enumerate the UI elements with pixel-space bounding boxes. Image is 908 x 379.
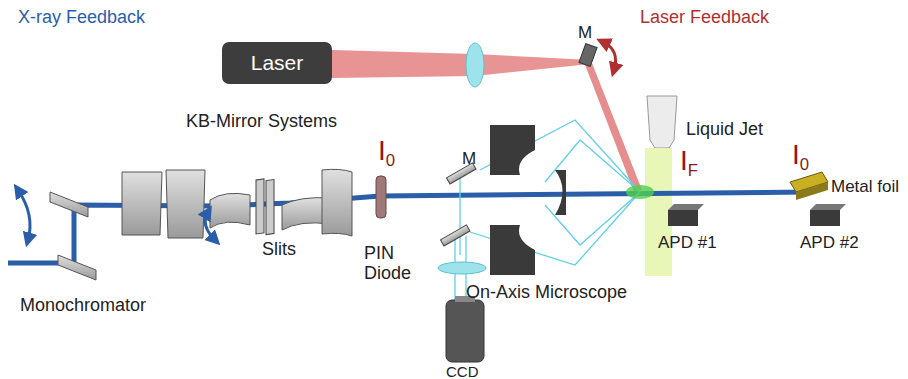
signal-label: I0 — [792, 140, 809, 174]
part-label: On-Axis Microscope — [466, 283, 627, 303]
part-label: PIN Diode — [364, 244, 424, 284]
signal-label: IF — [680, 146, 698, 180]
feedback-label: Laser Feedback — [640, 8, 769, 28]
part-label: KB-Mirror Systems — [186, 112, 337, 132]
part-label: M — [462, 150, 476, 169]
part-label: M — [578, 24, 592, 43]
part-label: Monochromator — [20, 296, 146, 316]
laser-box: Laser — [222, 42, 332, 84]
part-label: Liquid Jet — [686, 120, 763, 140]
signal-label: I0 — [378, 136, 395, 170]
part-label: APD #2 — [800, 234, 859, 253]
part-label: CCD — [446, 364, 479, 379]
box-label: Laser — [251, 51, 304, 75]
part-label: Slits — [262, 240, 296, 260]
feedback-label: X-ray Feedback — [18, 8, 145, 28]
part-label: APD #1 — [658, 234, 717, 253]
part-label: Metal foil — [831, 178, 899, 197]
